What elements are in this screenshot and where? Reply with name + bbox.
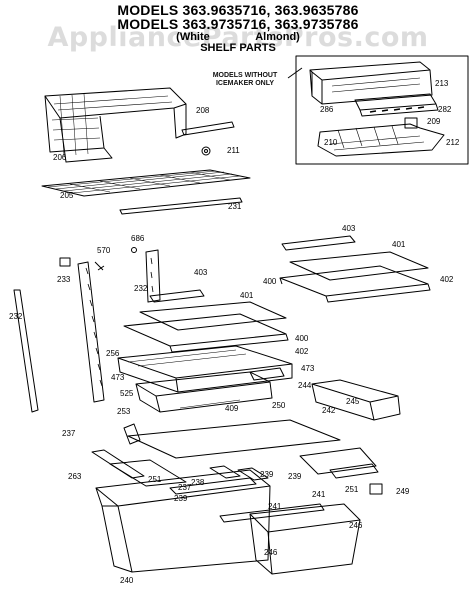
part-label-208: 208	[196, 106, 210, 115]
part-label-246: 246	[264, 548, 278, 557]
part-label-246: 246	[349, 521, 363, 530]
part-label-250: 250	[272, 401, 286, 410]
icemaker-tray	[354, 93, 439, 117]
cam-knob-center	[204, 149, 208, 153]
trim-bar	[181, 121, 235, 136]
crisper-cover	[117, 345, 293, 393]
wire-shelf	[41, 169, 251, 197]
screw	[131, 247, 137, 253]
ladder-rail-left	[77, 261, 105, 403]
part-label-263: 263	[68, 472, 82, 481]
part-label-282: 282	[438, 105, 452, 114]
pin	[94, 261, 105, 271]
icemaker-rail	[317, 117, 445, 157]
part-label-686: 686	[131, 234, 145, 243]
part-label-400: 400	[295, 334, 309, 343]
part-label-231: 231	[228, 202, 242, 211]
part-label-209: 209	[427, 117, 441, 126]
part-label-251: 251	[148, 475, 162, 484]
ladder-rail-center	[145, 249, 161, 303]
crisper-drawer-small	[135, 371, 273, 413]
part-label-237: 237	[62, 429, 76, 438]
part-label-213: 213	[435, 79, 449, 88]
part-label-237: 237	[178, 483, 192, 492]
glass-panel	[127, 419, 341, 459]
part-label-239: 239	[174, 494, 188, 503]
part-label-212: 212	[446, 138, 460, 147]
shelf-trim	[119, 197, 243, 215]
part-label-525: 525	[120, 389, 134, 398]
callout-leader	[287, 67, 303, 79]
part-label-238: 238	[191, 478, 205, 487]
hinge	[123, 423, 141, 445]
part-label-211: 211	[227, 146, 240, 155]
part-label-251: 251	[345, 485, 359, 494]
part-label-233: 233	[57, 275, 71, 284]
end-clip	[369, 483, 383, 495]
callout-line-2: ICEMAKER ONLY	[215, 80, 275, 87]
part-label-232: 232	[134, 284, 148, 293]
color-white: (White	[176, 31, 210, 43]
part-label-232: 232	[9, 312, 23, 321]
color-note: (White Almond)	[0, 31, 476, 43]
part-label-205: 205	[60, 191, 74, 200]
part-label-570: 570	[97, 246, 111, 255]
part-label-409: 409	[225, 404, 239, 413]
part-label-239: 239	[288, 472, 302, 481]
part-label-256: 256	[106, 349, 120, 358]
part-label-240: 240	[120, 576, 134, 585]
part-label-402: 402	[440, 275, 454, 284]
side-bin	[311, 379, 401, 421]
part-label-473: 473	[301, 364, 315, 373]
icemaker-inset-box	[295, 55, 469, 165]
crisper-drawer-large-left	[95, 469, 271, 573]
glass-shelf-middle	[123, 289, 289, 353]
page-subtitle: SHELF PARTS	[200, 42, 276, 54]
icemaker-bucket	[309, 61, 433, 105]
part-label-401: 401	[392, 240, 406, 249]
part-label-403: 403	[342, 224, 356, 233]
part-label-473: 473	[111, 373, 125, 382]
models-line-1: MODELS 363.9635716, 363.9635786	[117, 2, 359, 18]
part-label-241: 241	[268, 502, 282, 511]
part-label-245: 245	[346, 397, 360, 406]
part-number-labels: 213 208 286 282 209 211 206 210 212 205 231 403 686 5…	[9, 79, 460, 585]
part-label-253: 253	[117, 407, 131, 416]
long-rod	[13, 289, 39, 413]
glass-shelf-upper	[279, 235, 431, 303]
icemaker-callout: MODELS WITHOUT ICEMAKER ONLY	[200, 72, 290, 88]
part-label-210: 210	[324, 138, 338, 147]
part-label-242: 242	[322, 406, 336, 415]
crisper-drawer-large-right	[249, 503, 361, 575]
shelf-clip	[59, 257, 71, 267]
callout-line-1: MODELS WITHOUT	[212, 72, 278, 79]
wire-basket	[44, 87, 187, 163]
part-label-241: 241	[312, 490, 326, 499]
lower-rails	[91, 447, 379, 523]
part-label-206: 206	[53, 153, 67, 162]
part-label-286: 286	[320, 105, 334, 114]
part-label-400: 400	[263, 277, 277, 286]
part-label-403: 403	[194, 268, 208, 277]
cam-knob	[201, 146, 211, 156]
models-line-2: MODELS 363.9735716, 363.9735786	[117, 16, 359, 32]
color-almond: Almond)	[255, 31, 300, 43]
part-label-401: 401	[240, 291, 254, 300]
part-label-402: 402	[295, 347, 309, 356]
part-label-249: 249	[396, 487, 410, 496]
part-label-244: 244	[298, 381, 312, 390]
part-label-239: 239	[260, 470, 274, 479]
